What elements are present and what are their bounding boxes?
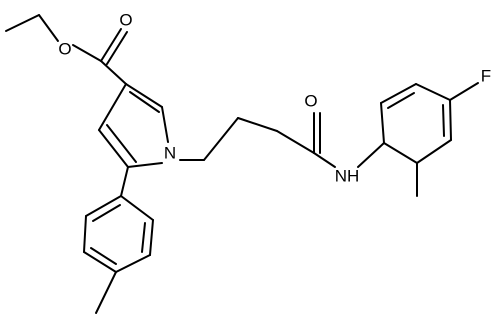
bond-tolyl-6-1-inner — [92, 204, 121, 222]
bond-pyrrole-tolyl — [120, 166, 129, 197]
bond-aryl-5-6 — [416, 139, 452, 164]
bond-pyrrole-c4-c3 — [98, 83, 127, 131]
atom-label-ester-ether-o: O — [58, 40, 71, 59]
bond-tolyl-2-3 — [149, 219, 154, 256]
bond-tolyl-4-5-inner — [90, 247, 117, 265]
bond-pyrrole-c3-c2 — [125, 83, 163, 108]
bond-layer — [5, 14, 479, 314]
bond-pyrrole-c3-c2-inner — [129, 91, 160, 113]
bond-aryl-f — [449, 82, 479, 101]
bond-tolyl-1-2 — [120, 195, 154, 221]
bond-aryl-2-3 — [380, 83, 417, 104]
bond-chain-1-2 — [203, 117, 239, 161]
bond-pyrrole-c2-n — [161, 106, 169, 143]
bond-ethyl-ch3 — [5, 14, 40, 32]
bond-pyrrole-n-c5 — [127, 162, 163, 168]
bond-tolyl-3-4 — [115, 254, 151, 273]
bond-amide-c-n — [313, 152, 336, 168]
bond-pyrrole-c5-c4 — [98, 129, 129, 168]
bond-ether-o-carbonyl — [72, 44, 102, 62]
bond-tolyl-5-6 — [83, 215, 87, 253]
bond-aryl-4-5 — [449, 99, 452, 141]
bond-aryl-4-5-inner — [442, 104, 445, 137]
bond-aryl-6-1 — [383, 142, 418, 164]
bond-tolyl-2-3-inner — [141, 222, 146, 253]
atom-label-amide-o: O — [304, 92, 317, 111]
atom-label-layer: O O N O NH F — [58, 11, 491, 186]
bond-aryl-3-4 — [415, 83, 451, 101]
bond-chain-2-3 — [237, 117, 278, 132]
bond-ethyl-ch2-o — [38, 14, 59, 42]
bond-aryl-1-2 — [380, 102, 385, 144]
bond-aryl-2-3-inner — [387, 92, 415, 109]
bond-chain-3-carbonyl — [276, 130, 315, 154]
bond-pyrrole-c5-c4-inner — [106, 124, 137, 163]
bond-tolyl-6-1 — [85, 195, 122, 217]
bond-tolyl-methyl — [95, 271, 117, 314]
bond-nh-aryl — [357, 142, 385, 168]
bond-carbonyl-ring — [100, 60, 127, 85]
bond-carbonyl-double — [100, 28, 122, 62]
atom-label-ester-carbonyl-o: O — [119, 11, 132, 30]
atom-label-pyrrole-n: N — [164, 144, 176, 163]
bond-carbonyl-double-2 — [106, 31, 128, 65]
atom-label-fluorine: F — [481, 67, 491, 86]
bond-tolyl-4-5 — [83, 251, 117, 273]
atom-label-amide-nh: NH — [335, 167, 360, 186]
